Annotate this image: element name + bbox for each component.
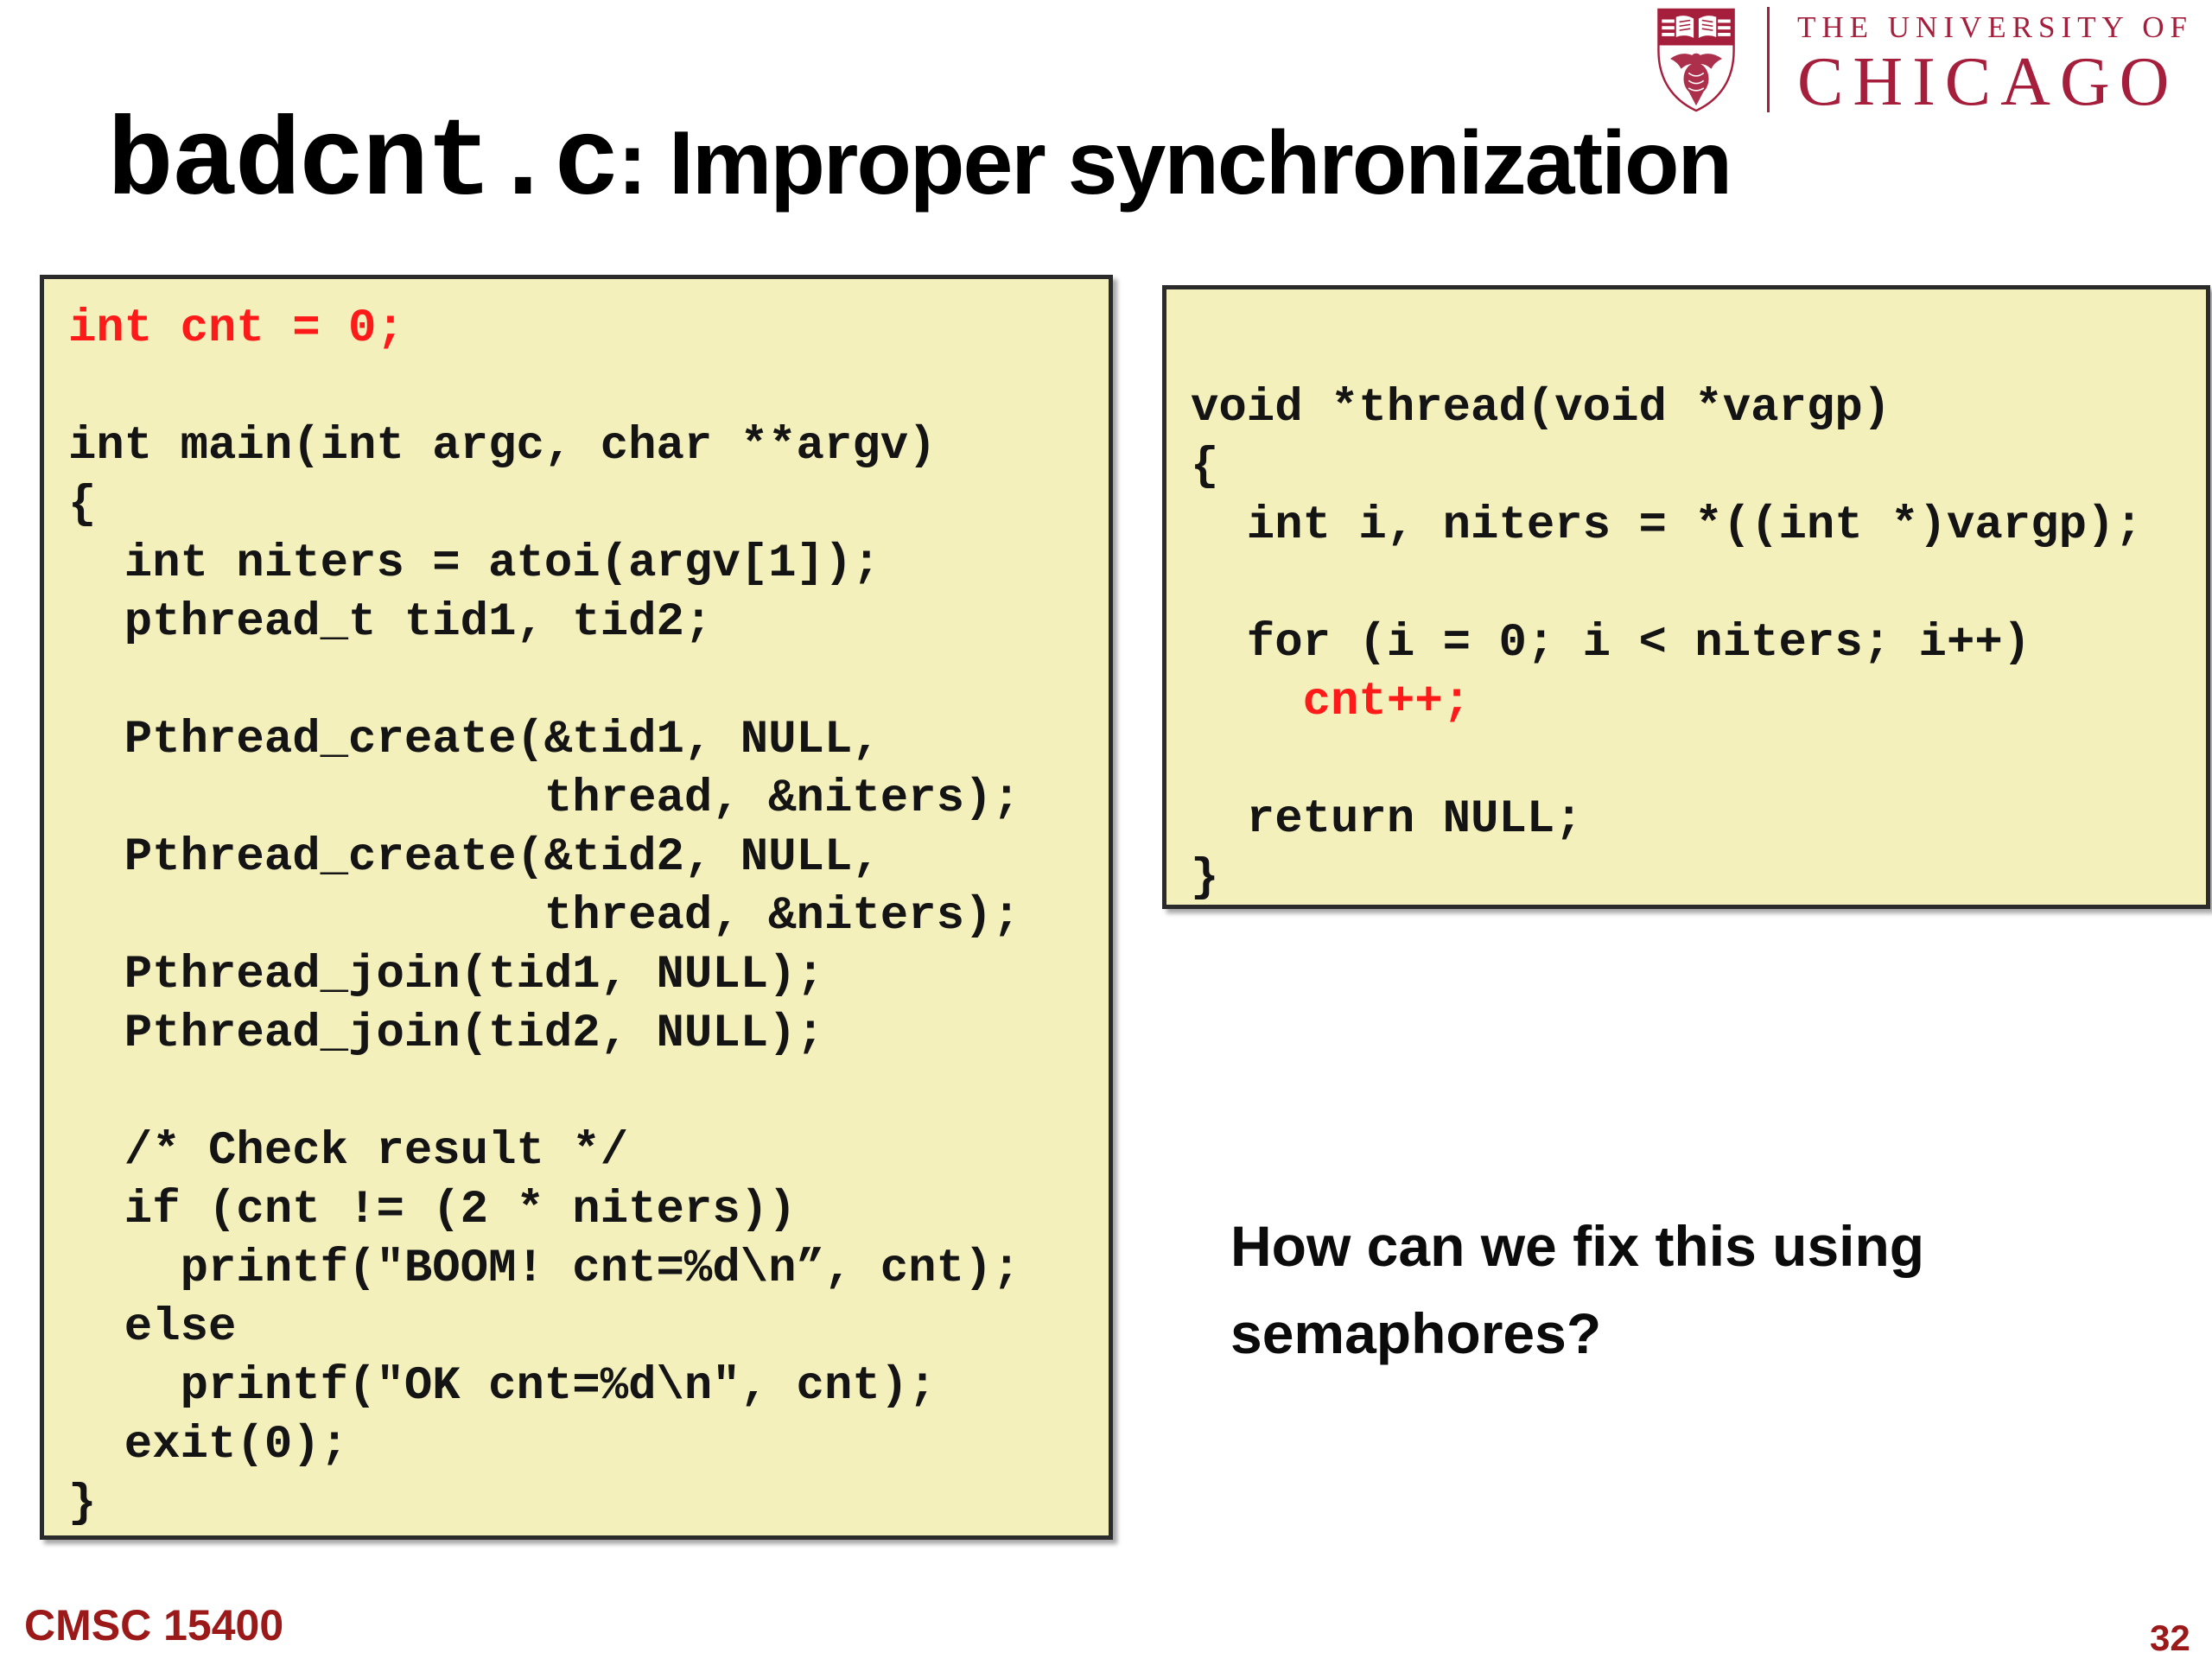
code-line: int main(int argc, char **argv): [68, 420, 937, 473]
code-box-thread: void *thread(void *vargp) { int i, niters…: [1162, 285, 2210, 909]
code-line: [1191, 556, 2192, 614]
code-line: return NULL;: [1191, 793, 1583, 846]
code-line: for (i = 0; i < niters; i++): [1191, 617, 2031, 670]
code-line: Pthread_join(tid1, NULL);: [68, 949, 824, 1001]
code-line: Pthread_join(tid2, NULL);: [68, 1007, 824, 1060]
code-line: }: [1191, 852, 1219, 905]
code-line: exit(0);: [68, 1419, 349, 1471]
uchicago-wordmark: THE UNIVERSITY OF CHICAGO: [1797, 7, 2193, 120]
code-line: [68, 1064, 1095, 1122]
code-line: void *thread(void *vargp): [1191, 382, 1891, 435]
title-subtitle: : Improper synchronization: [617, 113, 1733, 213]
question-text: How can we fix this using semaphores?: [1230, 1214, 1925, 1365]
code-line: {: [68, 479, 97, 531]
code-line: {: [1191, 441, 1219, 493]
code-line: [68, 359, 1095, 417]
code-line: Pthread_create(&tid2, NULL,: [68, 831, 880, 884]
title-filename: badcnt.c: [107, 102, 620, 227]
code-box-main: int cnt = 0; int main(int argc, char **a…: [40, 275, 1113, 1540]
code-line: [1191, 732, 2192, 791]
code-line: printf("OK cnt=%d\n", cnt);: [68, 1360, 937, 1413]
code-line: }: [68, 1478, 97, 1530]
code-line: thread, &niters);: [68, 890, 1020, 943]
code-line: int i, niters = *((int *)vargp);: [1191, 499, 2143, 552]
code-line: [68, 652, 1095, 711]
code-line: Pthread_create(&tid1, NULL,: [68, 714, 880, 766]
wordmark-line1: THE UNIVERSITY OF: [1797, 10, 2193, 44]
page-title: badcnt.c: Improper synchronization: [107, 102, 1733, 227]
code-line-highlighted: cnt++;: [1191, 676, 1471, 728]
code-line: else: [68, 1301, 237, 1354]
code-line: pthread_t tid1, tid2;: [68, 596, 713, 649]
code-line: thread, &niters);: [68, 772, 1020, 825]
code-line: /* Check result */: [68, 1125, 629, 1178]
uchicago-shield-icon: [1657, 8, 1735, 112]
code-line: printf("BOOM! cnt=%d\n”, cnt);: [68, 1243, 1020, 1295]
wordmark-line2: CHICAGO: [1797, 44, 2179, 120]
code-line-highlighted: int cnt = 0;: [68, 302, 404, 355]
code-line: int niters = atoi(argv[1]);: [68, 537, 880, 590]
uchicago-logo: THE UNIVERSITY OF CHICAGO: [1653, 7, 2193, 120]
footer-page-number: 32: [2150, 1618, 2190, 1658]
code-line: if (cnt != (2 * niters)): [68, 1184, 797, 1236]
logo-divider: [1767, 7, 1770, 112]
footer-course: CMSC 15400: [24, 1601, 284, 1649]
